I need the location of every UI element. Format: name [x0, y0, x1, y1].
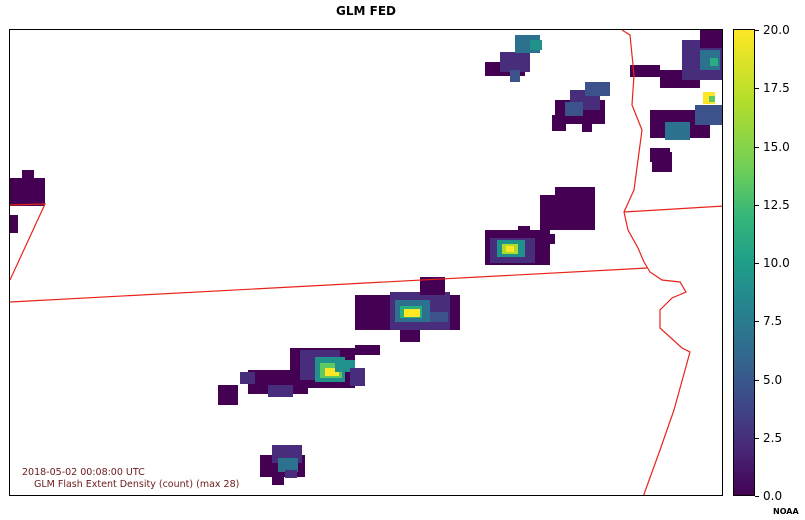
- map-title: GLM FED: [336, 4, 396, 18]
- density-cell: [10, 215, 18, 233]
- colorbar-tick-label: 2.5: [763, 430, 783, 445]
- density-cell: [700, 30, 722, 48]
- density-cell: [325, 368, 339, 376]
- colorbar-tick: [755, 30, 759, 31]
- colorbar: [733, 29, 755, 496]
- colorbar-tick: [755, 496, 759, 497]
- flash-density-cells: [10, 30, 722, 485]
- product-label: GLM Flash Extent Density (count) (max 28…: [34, 479, 240, 490]
- density-cell: [585, 82, 610, 96]
- density-cell: [278, 458, 298, 472]
- colorbar-tick-label: 7.5: [763, 314, 783, 329]
- density-cell: [545, 234, 555, 244]
- noaa-credit: NOAA: [773, 507, 799, 516]
- colorbar-tick: [755, 88, 759, 90]
- boundary-central-line: [10, 267, 648, 303]
- colorbar-tick-label: 12.5: [763, 197, 790, 212]
- colorbar-tick: [755, 437, 759, 439]
- density-cell: [565, 102, 583, 116]
- density-cell: [404, 309, 420, 317]
- colorbar-tick: [755, 263, 759, 264]
- boundary-east-line: [623, 205, 722, 213]
- timestamp-label: 2018-05-02 00:08:00 UTC: [22, 467, 145, 478]
- density-cell: [710, 58, 718, 66]
- colorbar-tick-label: 17.5: [763, 81, 790, 96]
- density-cell: [665, 122, 690, 140]
- density-cell: [510, 70, 520, 82]
- boundary-west-segment: [10, 203, 46, 281]
- density-cell: [518, 226, 530, 236]
- density-cell: [630, 65, 660, 77]
- density-cell: [695, 105, 722, 125]
- colorbar-tick: [755, 379, 759, 381]
- colorbar-tick-label: 0.0: [763, 489, 783, 503]
- density-cell: [552, 115, 566, 131]
- density-cell: [582, 122, 592, 132]
- density-cell: [420, 277, 445, 295]
- boundary-east-border: [621, 30, 691, 495]
- density-cell: [285, 470, 297, 478]
- colorbar-tick-label: 20.0: [763, 23, 790, 37]
- density-cell: [268, 385, 293, 397]
- density-cell: [430, 312, 448, 322]
- density-cell: [652, 152, 672, 172]
- density-cell: [400, 330, 420, 342]
- colorbar-tick-label: 15.0: [763, 139, 790, 154]
- colorbar-tick-label: 10.0: [763, 256, 790, 270]
- density-cell: [350, 368, 365, 386]
- density-cell: [555, 187, 595, 197]
- density-cell: [355, 345, 380, 355]
- colorbar-tick: [755, 321, 759, 323]
- fed-map-canvas: [10, 30, 722, 495]
- map-panel: [9, 29, 723, 496]
- state-boundaries: [10, 30, 722, 495]
- density-cell: [218, 385, 238, 405]
- density-cell: [506, 246, 514, 252]
- colorbar-tick: [755, 204, 759, 206]
- colorbar-tick-label: 5.0: [763, 372, 783, 387]
- colorbar-tick: [755, 146, 759, 148]
- density-cell: [272, 475, 284, 485]
- density-cell: [500, 52, 530, 72]
- density-cell: [709, 96, 715, 102]
- density-cell: [540, 195, 595, 230]
- density-cell: [10, 178, 45, 206]
- density-cell: [240, 372, 255, 384]
- density-cell: [22, 170, 34, 180]
- density-cell: [530, 40, 542, 50]
